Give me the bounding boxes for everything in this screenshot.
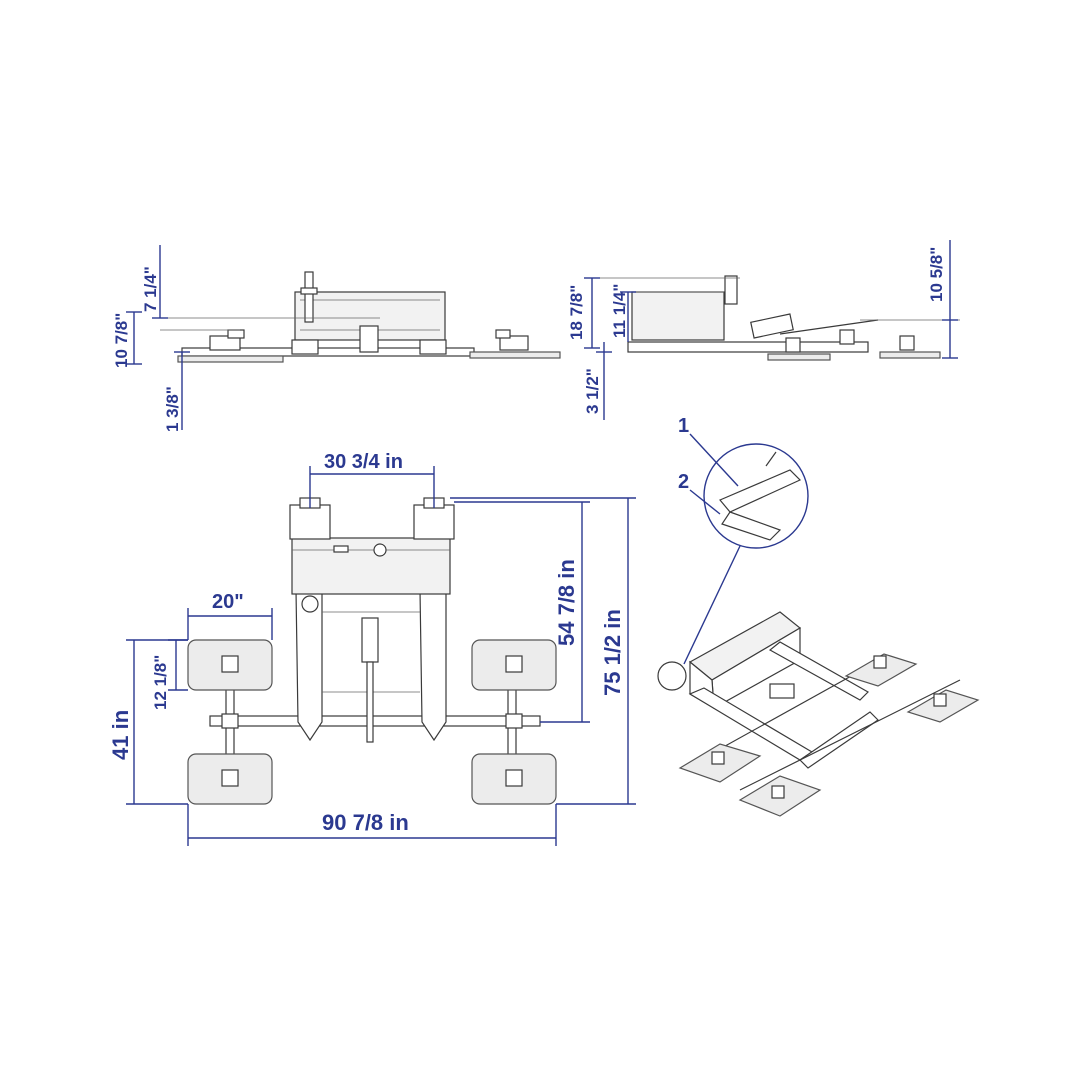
dim-top-width-frame: 30 3/4 in	[324, 451, 403, 473]
dim-top-total-width: 90 7/8 in	[322, 810, 409, 835]
dim-top-pad-height: 12 1/8"	[151, 655, 170, 710]
dim-side-right-overall: 18 7/8"	[567, 285, 586, 340]
dim-side-right-bottom: 3 1/2"	[583, 368, 602, 414]
side-view-left: 10 7/8" 7 1/4" 1 3/8"	[112, 245, 561, 432]
top-view: 30 3/4 in 20" 12 1/8" 41 in 54 7/8 in 75…	[108, 451, 636, 846]
side-view-right: 18 7/8" 11 1/4" 3 1/2" 10 5/8"	[567, 240, 960, 420]
dim-top-pad-width: 20"	[212, 591, 244, 613]
dim-top-length-frame: 54 7/8 in	[554, 559, 579, 646]
callout-item-1: 1	[678, 415, 689, 437]
dim-side-left-overall: 10 7/8"	[112, 313, 131, 368]
callout-item-2: 2	[678, 471, 689, 493]
dim-side-right-inner: 11 1/4"	[610, 284, 629, 338]
isometric-view: 1 2	[657, 415, 980, 817]
dim-top-length-overall: 75 1/2 in	[600, 609, 625, 696]
dim-side-left-bottom: 1 3/8"	[163, 386, 182, 432]
dim-top-width-pads: 41 in	[108, 710, 133, 760]
dim-side-right-far: 10 5/8"	[927, 247, 946, 302]
dim-side-left-upper: 7 1/4"	[141, 266, 160, 312]
